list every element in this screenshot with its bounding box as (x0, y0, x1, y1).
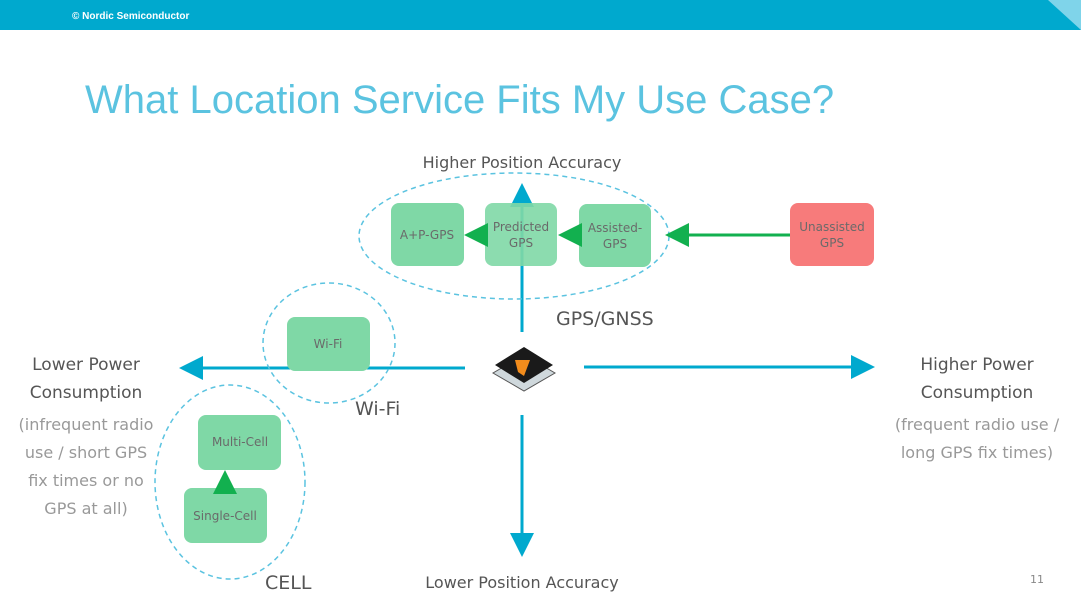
cell-group-ellipse (154, 384, 306, 580)
page-number: 11 (1030, 573, 1044, 586)
chip-icon (492, 347, 556, 392)
right-note-2: long GPS fix times) (901, 443, 1053, 462)
group-label-cell: CELL (265, 572, 312, 594)
box-apgps-label: A+P-GPS (400, 228, 454, 242)
header-bar (0, 0, 1081, 30)
box-unassisted (790, 203, 874, 266)
box-assisted (579, 204, 651, 267)
label-higher-accuracy: Higher Position Accuracy (423, 153, 622, 172)
group-label-gps: GPS/GNSS (556, 308, 654, 330)
left-note-3: fix times or no (28, 471, 144, 490)
label-higher-power-1: Higher Power (920, 355, 1033, 375)
box-predicted (485, 203, 557, 266)
box-wifi (287, 317, 370, 371)
label-lower-power-2: Consumption (30, 383, 143, 403)
label-higher-power-2: Consumption (921, 383, 1034, 403)
wifi-group-ellipse (262, 282, 396, 404)
box-wifi-label: Wi-Fi (314, 337, 343, 351)
box-singlecell (184, 488, 267, 543)
left-note-4: GPS at all) (44, 499, 127, 518)
box-multicell-label: Multi-Cell (212, 435, 268, 449)
box-assisted-label: Assisted- (588, 221, 642, 235)
left-note-1: (infrequent radio (19, 415, 154, 434)
left-note-2: use / short GPS (25, 443, 147, 462)
box-apgps (391, 203, 464, 266)
box-assisted-label2: GPS (603, 237, 627, 251)
box-predicted-label: Predicted (493, 220, 549, 234)
page-title: What Location Service Fits My Use Case? (85, 78, 834, 122)
label-lower-power-1: Lower Power (32, 355, 140, 375)
group-label-wifi: Wi-Fi (355, 398, 400, 420)
label-lower-accuracy: Lower Position Accuracy (425, 573, 618, 592)
right-note-1: (frequent radio use / (895, 415, 1060, 434)
box-singlecell-label: Single-Cell (193, 509, 257, 523)
copyright: © Nordic Semiconductor (72, 11, 189, 22)
box-unassisted-label2: GPS (820, 236, 844, 250)
box-unassisted-label: Unassisted (799, 220, 865, 234)
box-multicell (198, 415, 281, 470)
box-predicted-label2: GPS (509, 236, 533, 250)
header-corner (1048, 0, 1081, 30)
